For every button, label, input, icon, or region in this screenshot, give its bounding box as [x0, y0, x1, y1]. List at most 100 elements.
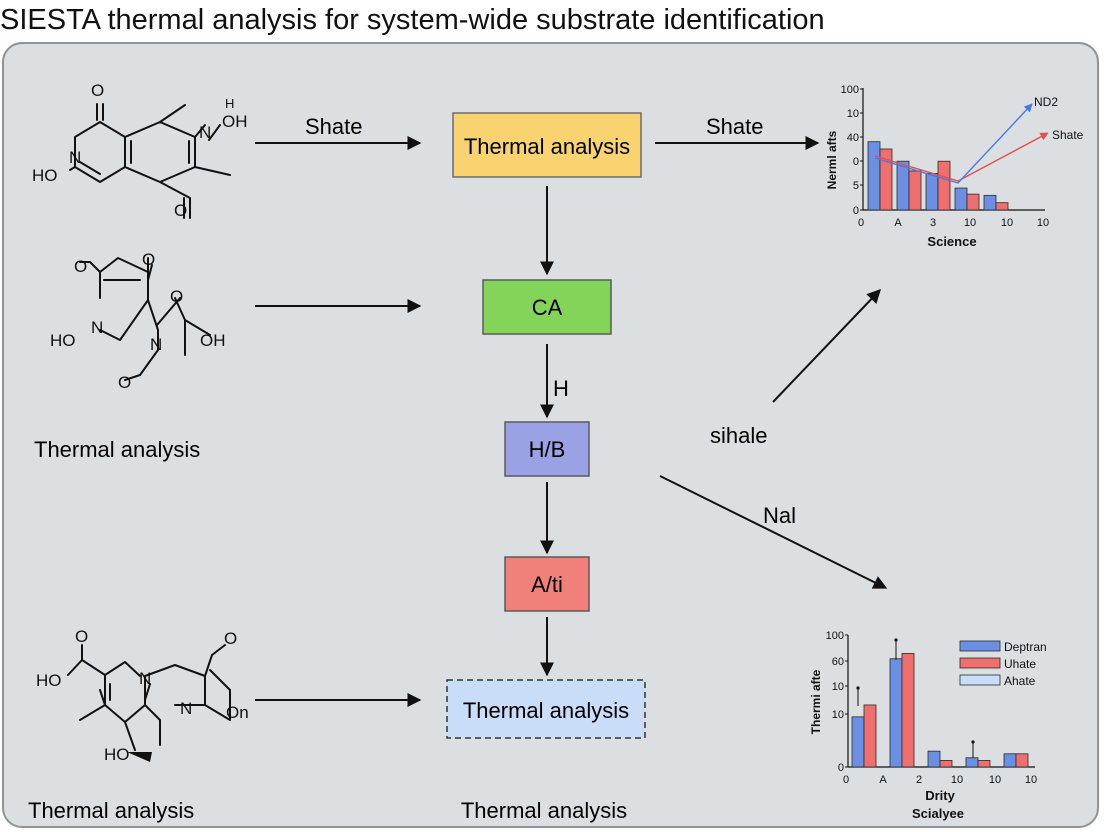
chart2-error-cap: [971, 740, 975, 744]
chart1-bar: [908, 170, 922, 211]
chart1-xtick: 0: [858, 217, 864, 229]
chart2-ytick: 60: [832, 656, 844, 668]
chart1-bar: [937, 160, 951, 211]
chart1-ytick: 10: [847, 108, 859, 120]
arrow-h-label: H: [553, 376, 569, 401]
chart2-ytick: 10: [832, 681, 844, 693]
molecule-3: O HO N N O On HO: [36, 627, 249, 764]
mol3-o-top-right: O: [224, 629, 237, 648]
box-ati-label: A/ti: [531, 572, 563, 597]
chart2-ytick: 0: [838, 762, 844, 774]
chart2-bar: [927, 750, 941, 768]
chart1-trend-blue: [874, 103, 1033, 184]
chart2-bar: [977, 760, 991, 768]
chart2-bar: [851, 716, 865, 768]
chart1-bar: [867, 141, 881, 211]
mol3-caption: Thermal analysis: [28, 798, 194, 823]
box-ati: A/ti: [504, 556, 590, 612]
mol2-n-mid: N: [150, 335, 162, 354]
chart2-xtick: 10: [1025, 774, 1037, 786]
box-hb-label: H/B: [529, 437, 566, 462]
mol2-o-ring: O: [170, 287, 183, 306]
box-thermal-top-label: Thermal analysis: [464, 134, 630, 159]
chart2-legend-label: Uhate: [1004, 657, 1036, 671]
mol3-o-ring: On: [226, 703, 249, 722]
chart2-ylabel: Thermi afte: [809, 669, 823, 734]
chart2-xtick: 0: [843, 774, 849, 786]
chart2-xlabel: Drity: [925, 788, 955, 803]
chart2-xtick: 2: [916, 774, 922, 786]
chart2-bar: [863, 704, 877, 768]
chart1-xtick: 3: [930, 217, 936, 229]
chart2-error-cap: [894, 638, 898, 642]
molecule-2: O O O N HO N OH O: [50, 250, 226, 392]
mol1-oh-right: OH: [222, 112, 248, 131]
chart2-legend-label: Deptran: [1004, 640, 1047, 654]
chart1-ytick: 40: [847, 132, 859, 144]
chart1-xtick: A: [894, 217, 902, 229]
chart2-bar: [1003, 753, 1017, 768]
chart2-bar: [901, 653, 915, 768]
mol2-oh-right: OH: [200, 331, 226, 350]
mol2-caption: Thermal analysis: [34, 437, 200, 462]
mol2-o-bottom: O: [118, 373, 131, 392]
chart1-bar: [879, 148, 893, 211]
mol1-h-dot: H: [225, 96, 234, 111]
chart2-bar: [1015, 753, 1029, 768]
chart2-xtick: 10: [951, 774, 963, 786]
chart2-xtick: A: [879, 774, 887, 786]
arrow-nal-label: Nal: [763, 503, 796, 528]
chart1-bar: [896, 160, 910, 211]
mol3-ho-bottom: HO: [104, 745, 130, 764]
mol1-o-top: O: [91, 81, 104, 100]
arrow-sihale: [772, 288, 881, 403]
box-thermal-bottom-label: Thermal analysis: [463, 698, 629, 723]
mol3-o-top-left: O: [75, 627, 88, 646]
mol1-ho-left: HO: [32, 166, 58, 185]
chart1-ytick: 100: [841, 84, 859, 96]
bottom-center-caption: Thermal analysis: [461, 798, 627, 823]
chart2-ytick: 10: [832, 709, 844, 721]
chart1-xtick: 10: [964, 217, 976, 229]
chart2-legend-swatch: [959, 657, 1001, 669]
mol3-ho-left: HO: [36, 671, 62, 690]
chart2-legend-swatch: [959, 674, 1001, 686]
chart2-xlabel2: Scialyee: [912, 806, 964, 821]
box-thermal-bottom: Thermal analysis: [446, 679, 646, 739]
molecule-1: O N OH H O N HO: [32, 81, 248, 220]
arrow-shate-left-label: Shate: [305, 114, 363, 139]
box-ca-label: CA: [532, 295, 563, 320]
mol3-n2: N: [180, 699, 192, 718]
mol1-o-bottom: O: [174, 201, 187, 220]
arrow-sihale-label: sihale: [710, 423, 767, 448]
chart1-bar: [954, 187, 968, 211]
page-title: SIESTA thermal analysis for system-wide …: [0, 4, 825, 36]
mol2-ho-left: HO: [50, 331, 76, 350]
chart1-ytick: 0: [853, 156, 859, 168]
chart1-ylabel: Nerml afts: [825, 130, 839, 189]
chart2-legend-swatch: [959, 640, 1001, 652]
arrow-shate-right-label: Shate: [706, 114, 764, 139]
chart2-error-cap: [856, 686, 860, 690]
box-hb: H/B: [504, 421, 590, 477]
mol3-n1: N: [139, 669, 151, 688]
chart1-xlabel: Science: [927, 234, 976, 249]
chart2-xtick: 10: [989, 774, 1001, 786]
chart1-bar: [983, 194, 997, 211]
chart1-annotation-shate: Shate: [1052, 128, 1084, 142]
mol2-o-carbonyl: O: [74, 257, 87, 276]
arrow-nal: [659, 475, 888, 589]
chart2-bar: [939, 760, 953, 768]
chart2-legend-label: Ahate: [1004, 674, 1036, 688]
chart1-trend-red: [874, 132, 1049, 182]
chart1-bar: [925, 172, 939, 211]
chart1-bar: [995, 202, 1009, 211]
chart2-ytick: 100: [826, 630, 844, 642]
chart1-annotation-nd2: ND2: [1034, 95, 1058, 109]
box-ca: CA: [482, 279, 612, 335]
chart2-bar: [965, 757, 979, 768]
